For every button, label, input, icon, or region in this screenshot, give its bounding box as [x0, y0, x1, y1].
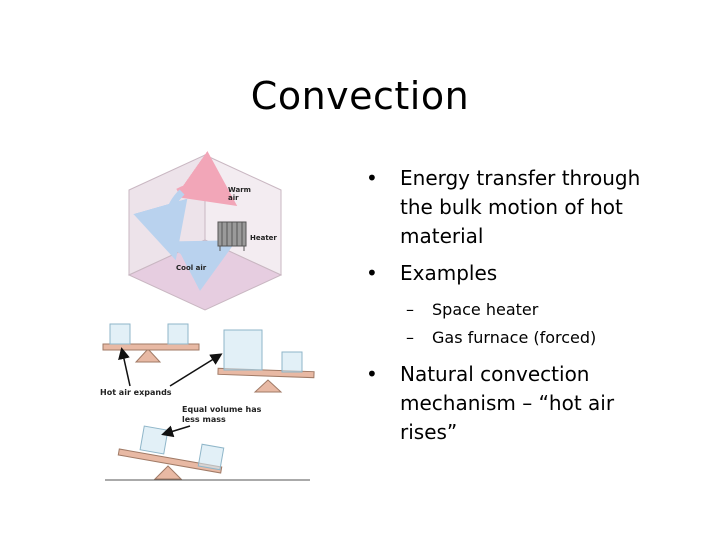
bullet-list: • Energy transfer through the bulk motio…: [366, 164, 666, 455]
warm-air-label-line2: air: [228, 194, 239, 202]
sub-bullet-gas-furnace: – Gas furnace (forced): [366, 324, 666, 352]
seesaw-top-fulcrum: [134, 348, 162, 363]
sub-bullet-text: Gas furnace (forced): [432, 328, 597, 347]
bullet-line: rises”: [400, 420, 458, 444]
seesaw-bottom: [105, 425, 310, 481]
sub-bullet-glyph: –: [406, 328, 414, 347]
warm-air-arrow: [175, 150, 238, 207]
cube-less-mass: [139, 425, 169, 455]
heater-icon: [217, 221, 247, 251]
hot-air-expands-label: Hot air expands: [100, 388, 172, 397]
seesaw-middle-fulcrum: [253, 379, 283, 393]
arrow-to-less-mass: [161, 425, 191, 438]
sub-bullet-glyph: –: [406, 300, 414, 319]
cool-air-arrow-left: [133, 189, 188, 261]
equal-volume-label-line1: Equal volume has: [182, 405, 262, 414]
bullet-glyph: •: [366, 261, 378, 285]
cube-small-right: [167, 323, 189, 345]
cool-air-arrow-bottom: [172, 240, 237, 292]
bullet-energy-transfer: • Energy transfer through the bulk motio…: [366, 164, 666, 251]
sub-bullet-space-heater: – Space heater: [366, 296, 666, 324]
cool-air-label: Cool air: [176, 264, 207, 272]
heater-label: Heater: [250, 234, 277, 242]
warm-air-label-line1: Warm: [228, 186, 251, 194]
bullet-natural-convection: • Natural convection mechanism – “hot ai…: [366, 360, 666, 447]
bullet-glyph: •: [366, 166, 378, 190]
convection-illustration: Warm air Heater Cool air Hot: [100, 150, 330, 490]
cube-expanded: [223, 329, 263, 371]
seesaw-top: [102, 323, 200, 363]
bullet-glyph: •: [366, 362, 378, 386]
room-diagram: Warm air Heater Cool air: [127, 150, 283, 311]
arrow-to-expanded-cube: [169, 353, 223, 387]
bullet-line: Natural convection: [400, 362, 590, 386]
seesaw-middle-beam: [217, 367, 315, 379]
bullet-examples: • Examples: [366, 259, 666, 288]
seesaw-top-beam: [102, 343, 200, 351]
sub-bullet-text: Space heater: [432, 300, 539, 319]
bullet-line: the bulk motion of hot: [400, 195, 623, 219]
bullet-line: Examples: [400, 261, 498, 285]
cube-small-mid: [281, 351, 303, 373]
seesaw-bottom-fulcrum: [153, 465, 183, 480]
cube-small-left: [109, 323, 131, 345]
convection-illustration-svg: Warm air Heater Cool air Hot: [100, 150, 315, 481]
cube-denser: [197, 443, 225, 471]
slide-title: Convection: [250, 74, 470, 118]
equal-volume-label-line2: less mass: [182, 415, 226, 424]
bullet-line: material: [400, 224, 484, 248]
bullet-line: mechanism – “hot air: [400, 391, 615, 415]
seesaw-middle: [217, 329, 315, 393]
arrow-to-top-cube: [118, 347, 131, 387]
seesaw-bottom-beam: [117, 448, 223, 474]
bullet-line: Energy transfer through: [400, 166, 641, 190]
